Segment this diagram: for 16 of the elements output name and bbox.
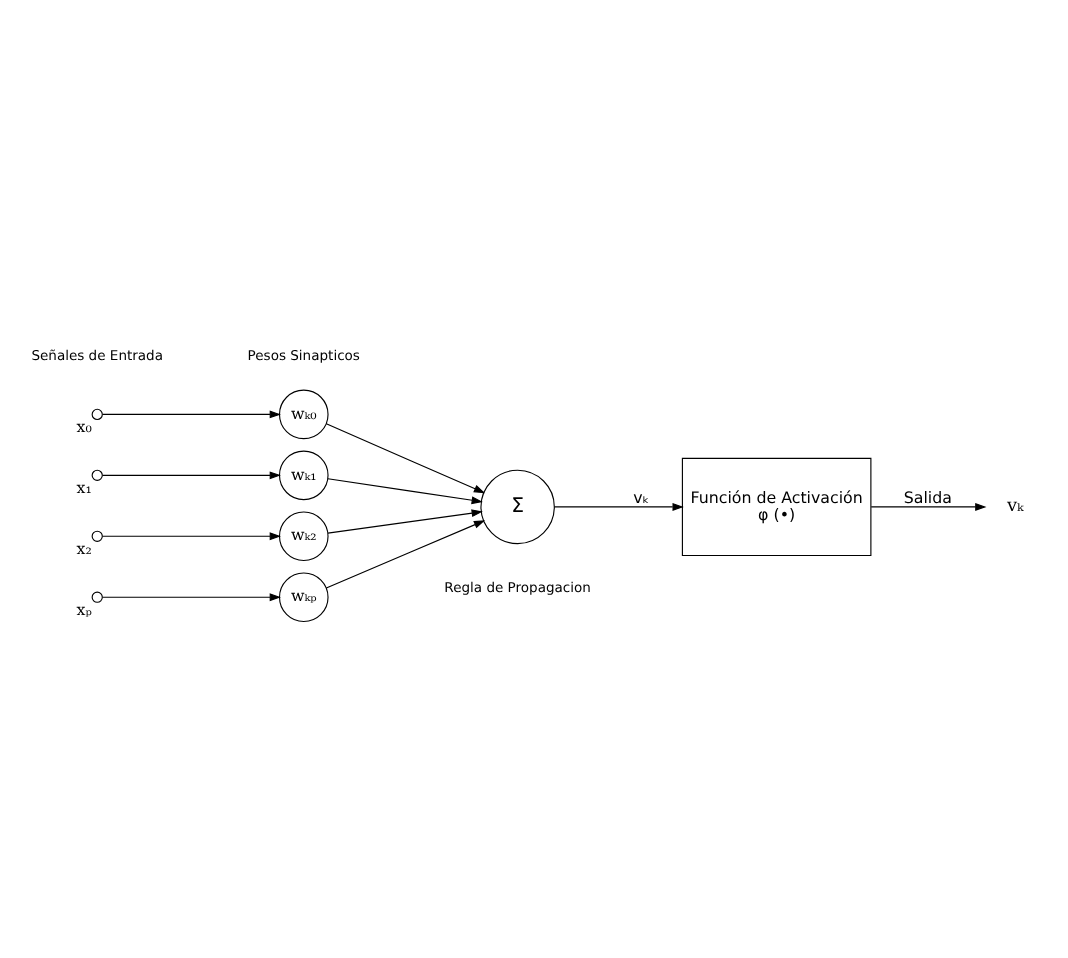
arrow <box>102 410 281 419</box>
arrow <box>327 509 483 534</box>
arrow <box>327 478 483 505</box>
arrow <box>102 593 281 602</box>
arrow <box>325 423 486 494</box>
node-circle <box>91 530 103 542</box>
arrow <box>553 502 684 511</box>
arrow <box>102 471 281 480</box>
node-circle <box>91 591 103 603</box>
arrow <box>870 502 987 511</box>
node-circle: Σ <box>480 469 555 545</box>
node-circle <box>91 469 103 481</box>
arrow <box>102 532 281 541</box>
arrow <box>325 520 486 589</box>
node-circle <box>91 408 103 421</box>
node-text: vₖ <box>1006 497 1024 518</box>
